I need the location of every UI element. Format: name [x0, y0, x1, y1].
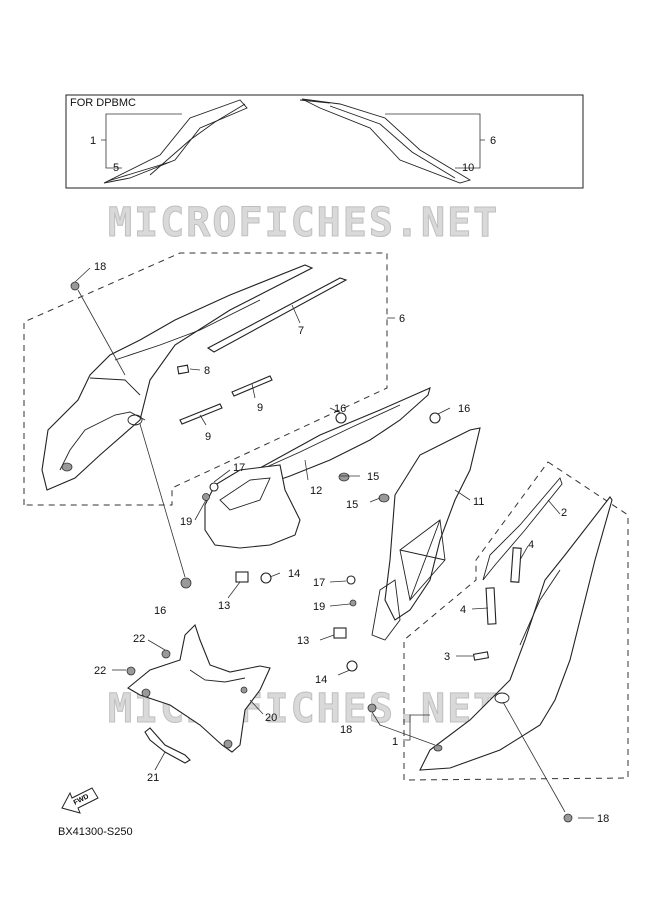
callout-7: 7	[298, 325, 304, 337]
callout-16-a: 16	[334, 403, 346, 415]
callout-20: 20	[265, 712, 277, 724]
callout-15-a: 15	[367, 471, 379, 483]
callout-22-b: 22	[94, 665, 106, 677]
screw-22-b	[126, 666, 136, 676]
callout-14-a: 14	[288, 568, 300, 580]
clip-part-8	[176, 364, 190, 375]
callout-16-left: 16	[154, 605, 166, 617]
callout-11: 11	[473, 496, 484, 508]
callout-8: 8	[204, 365, 210, 377]
callout-12: 12	[310, 485, 322, 497]
grommet-16-left	[180, 577, 192, 589]
pad-part-4a	[510, 547, 522, 583]
callout-13-b: 13	[297, 635, 309, 647]
middle-assembly	[194, 387, 481, 676]
callout-17-a: 17	[233, 462, 245, 474]
callout-1: 1	[392, 736, 398, 748]
inset-callout-6: 6	[490, 135, 496, 147]
callout-6: 6	[399, 313, 405, 325]
lower-right-assembly	[367, 461, 629, 823]
diagram-code: BX41300-S250	[58, 826, 133, 838]
callout-numbers: 18 6 7 8 9 9 16 16 17 15 12 11 15 19 2 4…	[94, 261, 609, 825]
callout-19-b: 19	[313, 601, 325, 613]
left-decal-graphic	[103, 99, 248, 184]
nut-part-14a	[260, 572, 272, 584]
callout-9-a: 9	[257, 402, 263, 414]
trim-strip-part	[206, 277, 348, 353]
bracket-part-13a	[235, 571, 249, 583]
callout-4-b: 4	[460, 604, 466, 616]
callout-18-top: 18	[94, 261, 106, 273]
screw-18-top	[70, 281, 80, 291]
side-cover-part	[41, 264, 314, 491]
right-decal-graphic	[301, 98, 472, 184]
inset-callout-5: 5	[113, 162, 119, 174]
fwd-arrow-icon: FWD	[61, 787, 99, 814]
inner-cover-part	[204, 464, 301, 549]
callout-18-mid: 18	[340, 724, 352, 736]
callout-4-a: 4	[528, 539, 534, 551]
clip-part-3	[472, 651, 490, 661]
callout-14-b: 14	[315, 674, 327, 686]
screw-18-mid	[367, 703, 377, 713]
callout-21: 21	[147, 772, 159, 784]
nut-part-14b	[346, 660, 358, 672]
screw-22-a	[161, 649, 171, 659]
callout-2: 2	[561, 507, 567, 519]
bracket-part-13b	[333, 627, 347, 639]
screw-16-b	[429, 412, 441, 424]
side-panel-part	[419, 496, 613, 771]
callout-19-a: 19	[180, 516, 192, 528]
nut-15-a	[338, 472, 350, 482]
callout-18-bottom: 18	[597, 813, 609, 825]
lower-left-assembly	[112, 623, 271, 771]
inset-callout-1: 1	[90, 135, 96, 147]
callout-16-b: 16	[458, 403, 470, 415]
callout-22-a: 22	[133, 633, 145, 645]
inset-panel: FOR DPBMC 1 5 6 10	[65, 94, 584, 189]
screw-18-bottom	[563, 813, 573, 823]
strip-part-21	[144, 727, 191, 764]
frame-part-11	[384, 427, 481, 621]
pad-part-4b	[485, 587, 497, 625]
upper-left-assembly	[23, 252, 395, 589]
callout-3: 3	[444, 651, 450, 663]
callout-15-b: 15	[346, 499, 358, 511]
under-cover-part-20	[127, 623, 271, 753]
decal-piece-9b	[179, 403, 223, 425]
watermark-top: MICROFICHES.NET	[108, 200, 499, 246]
inset-callout-10: 10	[462, 162, 474, 174]
callout-17-b: 17	[313, 577, 325, 589]
callout-13-a: 13	[218, 600, 230, 612]
callout-9-b: 9	[205, 431, 211, 443]
nut-15-b	[378, 493, 390, 503]
decal-piece-9a	[231, 375, 273, 397]
inset-title: FOR DPBMC	[70, 97, 136, 109]
